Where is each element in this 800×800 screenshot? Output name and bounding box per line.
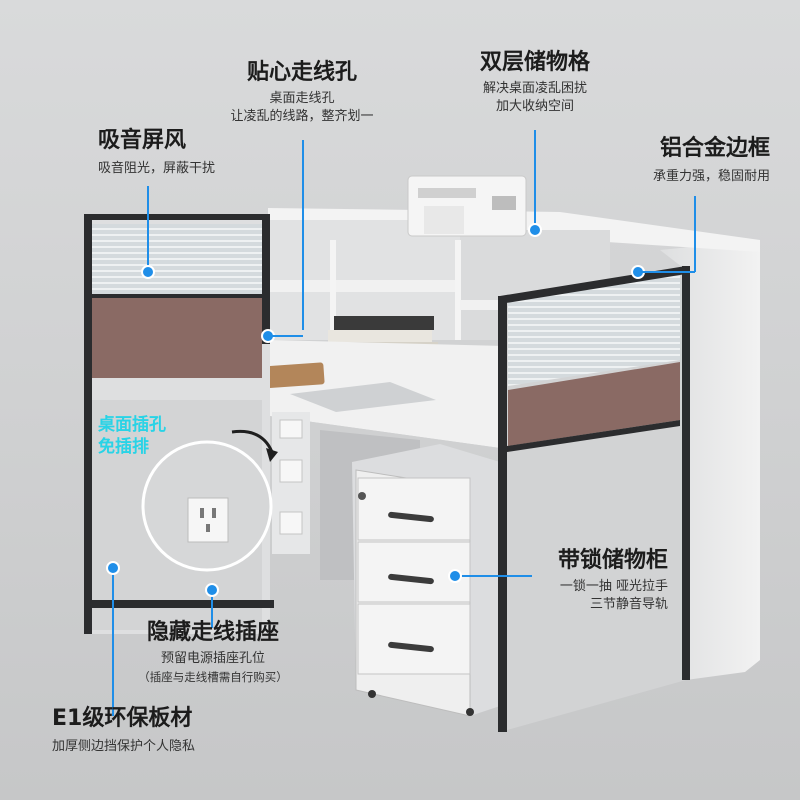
callout-cable-hole: 贴心走线孔 桌面走线孔 让凌乱的线路，整齐划一: [222, 60, 382, 126]
callout-title: 贴心走线孔: [246, 60, 357, 85]
callout-title: 双层储物格: [479, 50, 590, 75]
callout-title: 带锁储物柜: [557, 548, 668, 573]
callout-lock-cabinet: 带锁储物柜 一锁一抽 哑光拉手 三节静音导轨: [520, 548, 668, 614]
socket-highlight-line2: 免插排: [98, 437, 149, 457]
callout-title: 隐藏走线插座: [146, 620, 279, 645]
power-socket-icon: [187, 497, 229, 543]
callout-title: 铝合金边框: [659, 136, 770, 161]
callout-desc: 桌面走线孔: [269, 91, 335, 106]
drawer-lock-icon: [358, 492, 366, 500]
callout-e1-board: E1级环保板材 加厚侧边挡保护个人隐私: [52, 706, 195, 756]
callout-acoustic-screen: 吸音屏风 吸音阻光，屏蔽干扰: [98, 128, 215, 178]
callout-desc: 吸音阻光，屏蔽干扰: [98, 161, 216, 176]
callout-desc: 让凌乱的线路，整齐划一: [230, 109, 374, 124]
callout-desc: 解决桌面凌乱困扰: [482, 81, 587, 96]
callout-title: E1级环保板材: [52, 706, 193, 731]
callout-double-shelf: 双层储物格 解决桌面凌乱困扰 加大收纳空间: [450, 50, 620, 116]
callout-hidden-socket: 隐藏走线插座 预留电源插座孔位 （插座与走线槽需自行购买）: [118, 620, 308, 686]
callout-note: （插座与走线槽需自行购买）: [138, 670, 288, 684]
callout-title: 吸音屏风: [98, 128, 187, 153]
socket-highlight-line1: 桌面插孔: [98, 415, 166, 435]
socket-strip: [272, 412, 310, 554]
socket-zoom: [141, 440, 273, 572]
callout-desc: 三节静音导轨: [589, 597, 668, 612]
callout-desc: 加大收纳空间: [495, 99, 574, 114]
side-wall: [660, 240, 760, 680]
right-screen: [498, 266, 690, 732]
laptop: [290, 382, 436, 412]
callout-aluminum-frame: 铝合金边框 承重力强，稳固耐用: [610, 136, 770, 186]
callout-desc: 承重力强，稳固耐用: [652, 169, 770, 184]
callout-desc: 一锁一抽 哑光拉手: [559, 579, 668, 594]
mobile-cabinet: [352, 444, 500, 717]
printer: [407, 175, 527, 237]
callout-desc: 加厚侧边挡保护个人隐私: [52, 739, 196, 754]
socket-highlight-label: 桌面插孔 免插排: [98, 414, 166, 458]
arrow-curve-icon: [231, 429, 274, 453]
callout-desc: 预留电源插座孔位: [160, 651, 265, 666]
